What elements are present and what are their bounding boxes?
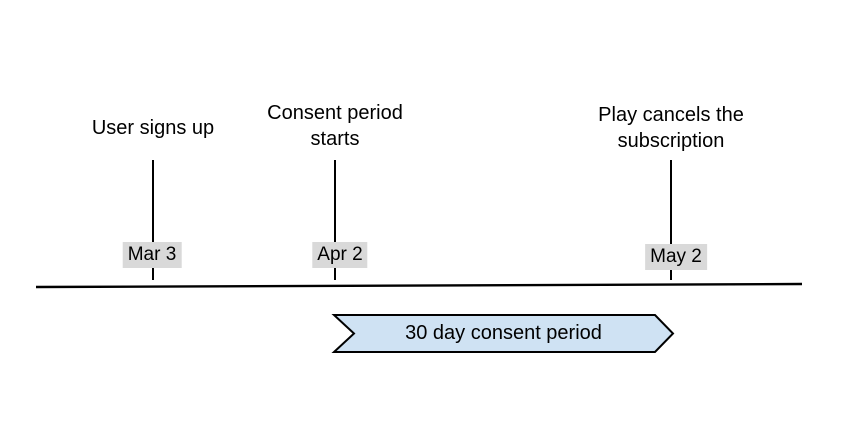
timeline-axis-line (35, 282, 803, 289)
event-date-label: Apr 2 (312, 242, 368, 268)
event-tick-line (334, 160, 336, 280)
consent-period-arrow-shape (331, 314, 675, 353)
event-title: Play cancels the subscription (598, 104, 744, 152)
event-tick-line (152, 160, 154, 280)
event-title: Consent period starts (267, 102, 403, 150)
event-title: User signs up (91, 117, 215, 139)
event-date-label: Mar 3 (122, 242, 182, 268)
event-date-label: May 2 (645, 244, 707, 270)
consent-period-banner-label: 30 day consent period (405, 322, 602, 344)
event-tick-line (670, 160, 672, 280)
